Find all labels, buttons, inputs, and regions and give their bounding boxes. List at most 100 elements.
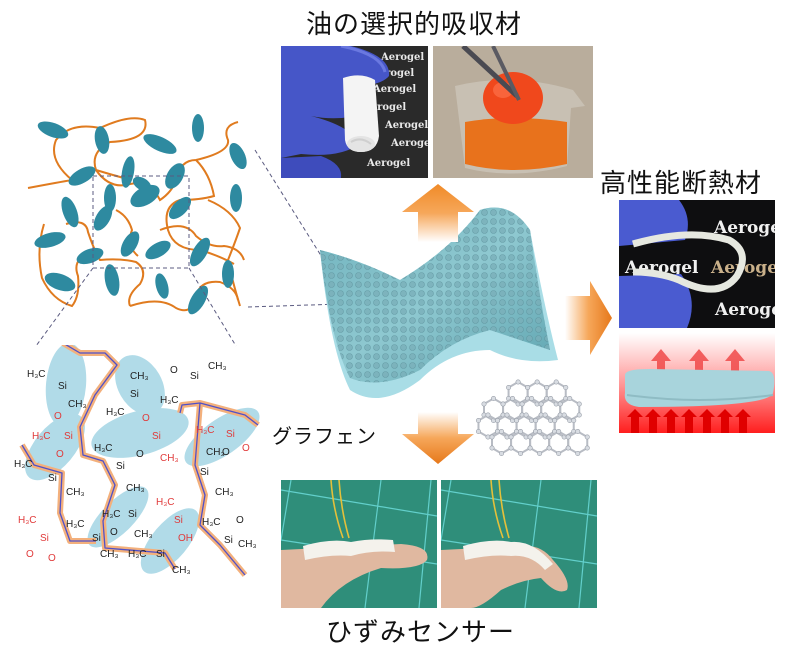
svg-text:Si: Si — [174, 515, 183, 526]
carbon-atom — [575, 451, 581, 457]
nanoparticles — [34, 114, 247, 315]
svg-text:Si: Si — [48, 473, 57, 484]
svg-text:Si: Si — [128, 509, 137, 520]
carbon-atom — [546, 434, 552, 440]
label-graphene: グラフェン — [272, 424, 377, 448]
heat-arrows-bottom — [627, 409, 751, 433]
svg-text:O: O — [136, 449, 144, 460]
svg-text:CH₃: CH₃ — [134, 529, 153, 540]
svg-text:Si: Si — [116, 461, 125, 472]
carbon-atom — [537, 451, 543, 457]
svg-text:H₃C: H₃C — [32, 431, 51, 442]
carbon-atom — [508, 434, 514, 440]
carbon-atom — [495, 417, 501, 423]
carbon-atom — [552, 417, 558, 423]
carbon-atom — [533, 417, 539, 423]
heat-insulation-illustration — [619, 333, 775, 433]
carbon-atom — [504, 412, 510, 418]
arrow-right — [565, 281, 612, 355]
title-oil-absorbent: 油の選択的吸収材 — [306, 10, 523, 40]
carbon-atom — [485, 412, 491, 418]
svg-text:Si: Si — [190, 371, 199, 382]
svg-text:CH₃: CH₃ — [208, 361, 227, 372]
carbon-atom — [508, 445, 514, 451]
svg-text:CH₃: CH₃ — [215, 487, 234, 498]
svg-text:H₃C: H₃C — [66, 519, 85, 530]
svg-text:O: O — [242, 443, 250, 454]
carbon-atom — [544, 385, 550, 391]
graphene-aerogel-sheet — [320, 207, 558, 398]
carbon-atom — [527, 445, 533, 451]
svg-text:O: O — [142, 413, 150, 424]
carbon-atom — [475, 428, 481, 434]
svg-text:CH₃: CH₃ — [160, 453, 179, 464]
carbon-atom — [510, 395, 516, 401]
svg-text:H₃C: H₃C — [27, 369, 46, 380]
carbon-atom — [523, 412, 529, 418]
svg-text:OH: OH — [178, 533, 193, 544]
carbon-atom — [542, 412, 548, 418]
svg-text:Si: Si — [64, 431, 73, 442]
svg-text:H₃C: H₃C — [18, 515, 37, 526]
svg-text:Si: Si — [156, 549, 165, 560]
carbon-atom — [481, 401, 487, 407]
oil-liquid — [465, 118, 567, 170]
heat-arrows-top — [651, 349, 745, 383]
carbon-atom — [567, 395, 573, 401]
finger — [281, 544, 428, 608]
zoom-region-box — [92, 175, 190, 269]
arrow-up — [402, 184, 474, 242]
aerogel-slab — [624, 369, 775, 407]
backbone-chains — [19, 345, 260, 577]
carbon-atom — [499, 451, 505, 457]
carbon-atom — [575, 428, 581, 434]
bent-aerogel-sheet — [632, 231, 746, 293]
glove-hand-illustration — [281, 46, 390, 178]
svg-text:CH₃: CH₃ — [68, 399, 87, 410]
svg-text:Si: Si — [152, 431, 161, 442]
svg-text:H₃C: H₃C — [156, 497, 175, 508]
carbon-atom — [561, 412, 567, 418]
strain-sensor-device — [303, 539, 395, 560]
photo-sensor-bent-finger — [441, 480, 597, 608]
svg-text:CH₃: CH₃ — [66, 487, 85, 498]
photo-oil-beaker — [433, 46, 593, 178]
rolled-aerogel-sheet — [343, 75, 379, 152]
arrow-down — [402, 412, 474, 464]
svg-text:H₃C: H₃C — [94, 443, 113, 454]
carbon-atom — [519, 401, 525, 407]
title-thermal-insulator: 高性能断熱材 — [600, 169, 763, 199]
svg-text:CH₃: CH₃ — [100, 549, 119, 560]
svg-text:H₃C: H₃C — [202, 517, 221, 528]
carbon-atom — [556, 451, 562, 457]
svg-text:O: O — [54, 411, 62, 422]
strain-sensor-device-bent — [463, 540, 553, 570]
svg-text:Si: Si — [58, 381, 67, 392]
carbon-atom — [489, 445, 495, 451]
carbon-atom — [518, 428, 524, 434]
svg-text:CH₃: CH₃ — [172, 565, 191, 576]
svg-text:CH₃: CH₃ — [126, 483, 145, 494]
svg-text:CH₃: CH₃ — [206, 447, 225, 458]
graphene-lattice-icon — [475, 379, 590, 457]
svg-text:Si: Si — [226, 429, 235, 440]
svg-text:O: O — [110, 527, 118, 538]
carbon-atom — [584, 434, 590, 440]
carbon-atom — [565, 445, 571, 451]
photo-rolled-aerogel: Aerogel Aerogel Aerogel Aerogel Aerogel … — [281, 46, 428, 178]
carbon-atom — [546, 445, 552, 451]
carbon-atom — [491, 395, 497, 401]
carbon-atom — [500, 401, 506, 407]
carbon-atom — [576, 412, 582, 418]
carbon-atom — [557, 401, 563, 407]
carbon-atom — [563, 385, 569, 391]
carbon-atom — [538, 401, 544, 407]
photo-flexible-aerogel: Aerogel Aerogel Aerogel Aerogel — [619, 200, 775, 328]
carbon-atom — [489, 434, 495, 440]
carbon-atom — [518, 451, 524, 457]
carbon-atom — [571, 417, 577, 423]
glove-bottom — [619, 274, 692, 328]
svg-text:Si: Si — [224, 535, 233, 546]
svg-text:CH₃: CH₃ — [238, 539, 257, 550]
